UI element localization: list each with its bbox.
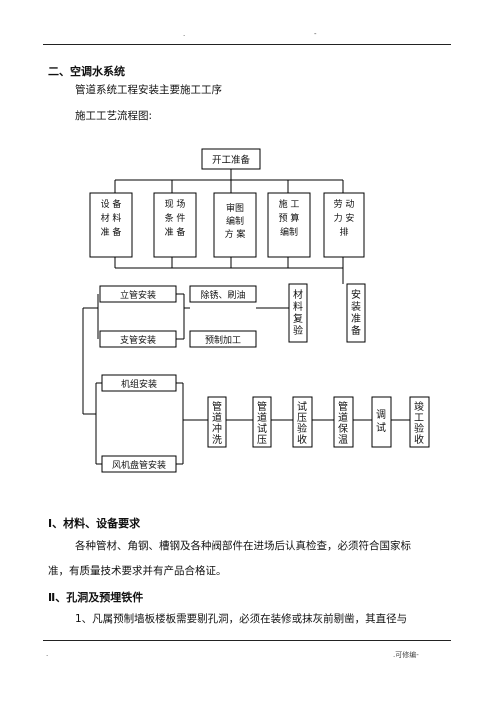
intro-line-1: 管道系统工程安装主要施工工序 (75, 84, 222, 96)
footer-rule (43, 640, 451, 641)
box-prefab (189, 330, 257, 348)
prep-4-line-1: 施 工 (279, 198, 300, 210)
box-insulate (333, 396, 354, 448)
insulate-4: 温 (338, 434, 348, 446)
box-prep-budget (267, 192, 311, 258)
riser-label: 立管安装 (120, 289, 156, 301)
accept-2: 压 (297, 412, 307, 424)
box-prep-drawings (213, 192, 257, 258)
accept-4: 收 (297, 433, 307, 446)
box-derust (189, 285, 257, 303)
prep-5-line-1: 劳 动 (334, 198, 355, 210)
material-check-3: 复 (293, 312, 303, 325)
commission-2: 试 (376, 421, 386, 434)
insulate-1: 管 (338, 400, 348, 413)
pressure-4: 压 (257, 434, 267, 446)
box-prep-equipment (89, 192, 133, 258)
completion-4: 收 (414, 433, 424, 446)
branch-label: 支管安装 (120, 334, 156, 346)
unit-install-label: 机组安装 (121, 378, 157, 390)
completion-1: 竣 (414, 400, 424, 413)
completion-2: 工 (414, 413, 424, 424)
pressure-2: 道 (257, 411, 267, 424)
insulate-3: 保 (338, 422, 348, 435)
footer-right: .可修编- (393, 651, 419, 659)
prep-4-line-2: 预 算 (279, 212, 300, 224)
material-check-1: 材 (293, 288, 303, 301)
header-mark-left: . (183, 30, 186, 38)
pressure-1: 管 (257, 400, 267, 413)
prep-3-line-2: 编制 (226, 215, 244, 227)
prep-5-line-2: 力 安 (334, 212, 355, 224)
install-prep-2: 装 (351, 300, 361, 313)
section-1-line-1: 各种管材、角钢、槽钢及各种阀部件在进场后认真检查，必须符合国家标 (75, 540, 411, 552)
footer-left: . (46, 650, 49, 658)
box-install-prep (346, 283, 366, 343)
pressure-3: 试 (257, 422, 267, 435)
prep-1-line-1: 设 备 (101, 198, 122, 210)
commission-1: 调 (376, 409, 386, 421)
flush-1: 管 (212, 400, 222, 413)
start-label: 开工准备 (212, 154, 251, 166)
header-mark-right: - (314, 30, 317, 38)
box-commission (371, 396, 392, 448)
flush-4: 洗 (212, 434, 222, 446)
section-title: 二、空调水系统 (48, 65, 125, 78)
derust-label: 除锈、刷油 (200, 289, 245, 301)
accept-1: 试 (297, 400, 307, 413)
material-check-4: 验 (293, 324, 303, 337)
accept-3: 验 (297, 422, 307, 435)
prep-4-line-3: 编制 (280, 226, 298, 238)
box-prep-labor (323, 192, 365, 258)
box-material-check (288, 283, 308, 343)
prefab-label: 预制加工 (205, 334, 241, 346)
intro-line-2: 施工工艺流程图: (75, 110, 153, 122)
install-prep-3: 准 (351, 313, 361, 325)
material-check-2: 料 (293, 300, 303, 313)
fancoil-label: 风机盘管安装 (112, 459, 166, 471)
prep-2-line-3: 准 备 (165, 226, 186, 238)
section-2-title: Ⅱ、孔洞及预埋铁件 (48, 591, 144, 604)
header-rule (43, 44, 451, 45)
box-prep-site (153, 192, 197, 258)
prep-2-line-2: 条 件 (165, 212, 186, 224)
completion-3: 验 (414, 422, 424, 435)
prep-2-line-1: 现 场 (165, 199, 186, 210)
flush-3: 冲 (212, 422, 222, 435)
insulate-2: 道 (338, 411, 348, 424)
section-2-line-1: 1、凡属预制墙板楼板需要剔孔洞，必须在装修或抹灰前剔凿，其直径与 (75, 613, 408, 625)
prep-5-line-3: 排 (339, 226, 348, 238)
section-1-line-2: 准，有质量技术要求并有产品合格证。 (48, 565, 227, 577)
prep-3-line-1: 审图 (226, 202, 244, 214)
prep-1-line-2: 材 料 (101, 212, 122, 224)
box-completion (409, 396, 430, 448)
box-flush (207, 396, 227, 448)
install-prep-1: 安 (351, 288, 361, 301)
prep-1-line-3: 准 备 (101, 226, 122, 238)
prep-3-line-3: 方 案 (225, 228, 246, 240)
flush-2: 道 (212, 411, 222, 424)
section-1-title: Ⅰ、材料、设备要求 (48, 517, 141, 530)
install-prep-4: 备 (351, 324, 361, 337)
box-test-accept (292, 396, 313, 448)
box-pressure-test (252, 396, 272, 448)
